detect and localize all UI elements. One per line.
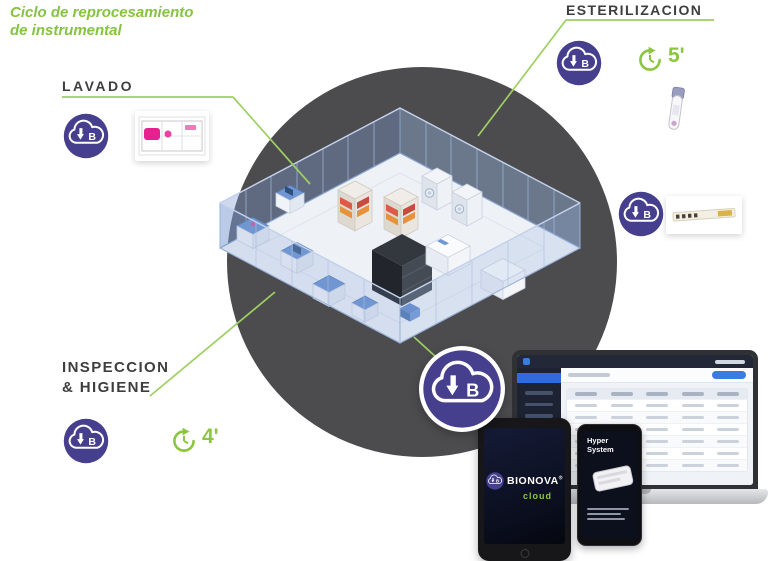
cloud-letter-b: B [88,436,96,448]
room-sterilizer [451,183,483,227]
table-header [567,389,747,399]
tablet-mockup: B BIONOVA® cloud [478,418,571,561]
cloud-letter-b: B [581,58,589,70]
washer-illustration [138,116,206,156]
timer-icon-4min [173,427,195,452]
bionova-cloud-icon-inspeccion: B [63,418,109,464]
timer-4min-text: 4' [202,425,219,448]
bionova-cloud-icon-lavado: B [63,113,109,159]
room-sterilizer [421,167,453,211]
phone-caption-text [587,508,633,520]
biological-indicator-ampoule [668,86,685,130]
tablet-screen: B BIONOVA® cloud [484,428,565,544]
timer-icon-5min [639,46,661,71]
phone-product-image [592,465,634,492]
label-esterilizacion: ESTERILIZACION [566,2,703,18]
phone-app-title-line2: System [587,445,614,454]
label-inspeccion: INSPECCION [62,359,170,376]
bionova-cloud-icon-tablet: B [486,471,505,490]
page-title-line1: Ciclo de reprocesamiento [10,4,194,21]
room-worktable [351,295,379,323]
bionova-cloud-icon-esterilizacion: B [556,40,602,86]
room-cabinet [372,234,433,306]
page-title: Ciclo de reprocesamiento de instrumental [10,4,193,40]
tablet-brand-text: BIONOVA® [507,474,563,487]
phone-mockup: Hyper System [577,424,642,546]
cloud-letter-b: B [643,209,651,221]
washer-photo-card [135,111,209,161]
room-counter [480,258,526,301]
bionova-cloud-icon-indicator: B [618,191,664,237]
cloud-letter-b: B [88,131,96,143]
timer-5min-text: 5' [668,44,685,67]
room-supply-rack [337,180,373,232]
cloud-letter-b: B [496,478,499,483]
dashboard-action-button [712,371,746,379]
label-higiene: & HIGIENE [62,379,152,396]
tablet-subbrand-text: cloud [523,490,552,501]
dashboard-logo [523,358,530,365]
dashboard-navbar [517,355,753,368]
label-lavado: LAVADO [62,78,135,94]
table-row [567,411,747,423]
table-row [567,399,747,411]
room-supply-rack [383,187,419,239]
room-bin [400,303,420,322]
bionova-cloud-icon-main: B [422,349,502,429]
label-inspeccion-higiene: INSPECCION & HIGIENE [62,359,169,396]
cssd-room-illustration [218,107,582,344]
room-worktable [312,275,346,308]
chemical-indicator-strip [672,207,736,222]
room-worktable [280,242,314,275]
sidebar-active-item [517,373,561,383]
trademark-symbol: ® [558,475,563,481]
room-table-back [275,185,305,215]
room-worktable [236,217,270,250]
phone-app-title-line1: Hyper [587,436,609,445]
dashboard-toolbar [561,368,753,383]
page-title-line2: de instrumental [10,22,122,39]
dashboard-nav-text [715,360,745,364]
chemical-indicator-card [666,196,742,234]
room-counter [425,234,471,277]
dashboard-breadcrumb [568,373,610,377]
cloud-letter-b: B [466,379,479,400]
phone-screen: Hyper System [581,431,638,539]
tablet-home-button [520,548,529,558]
